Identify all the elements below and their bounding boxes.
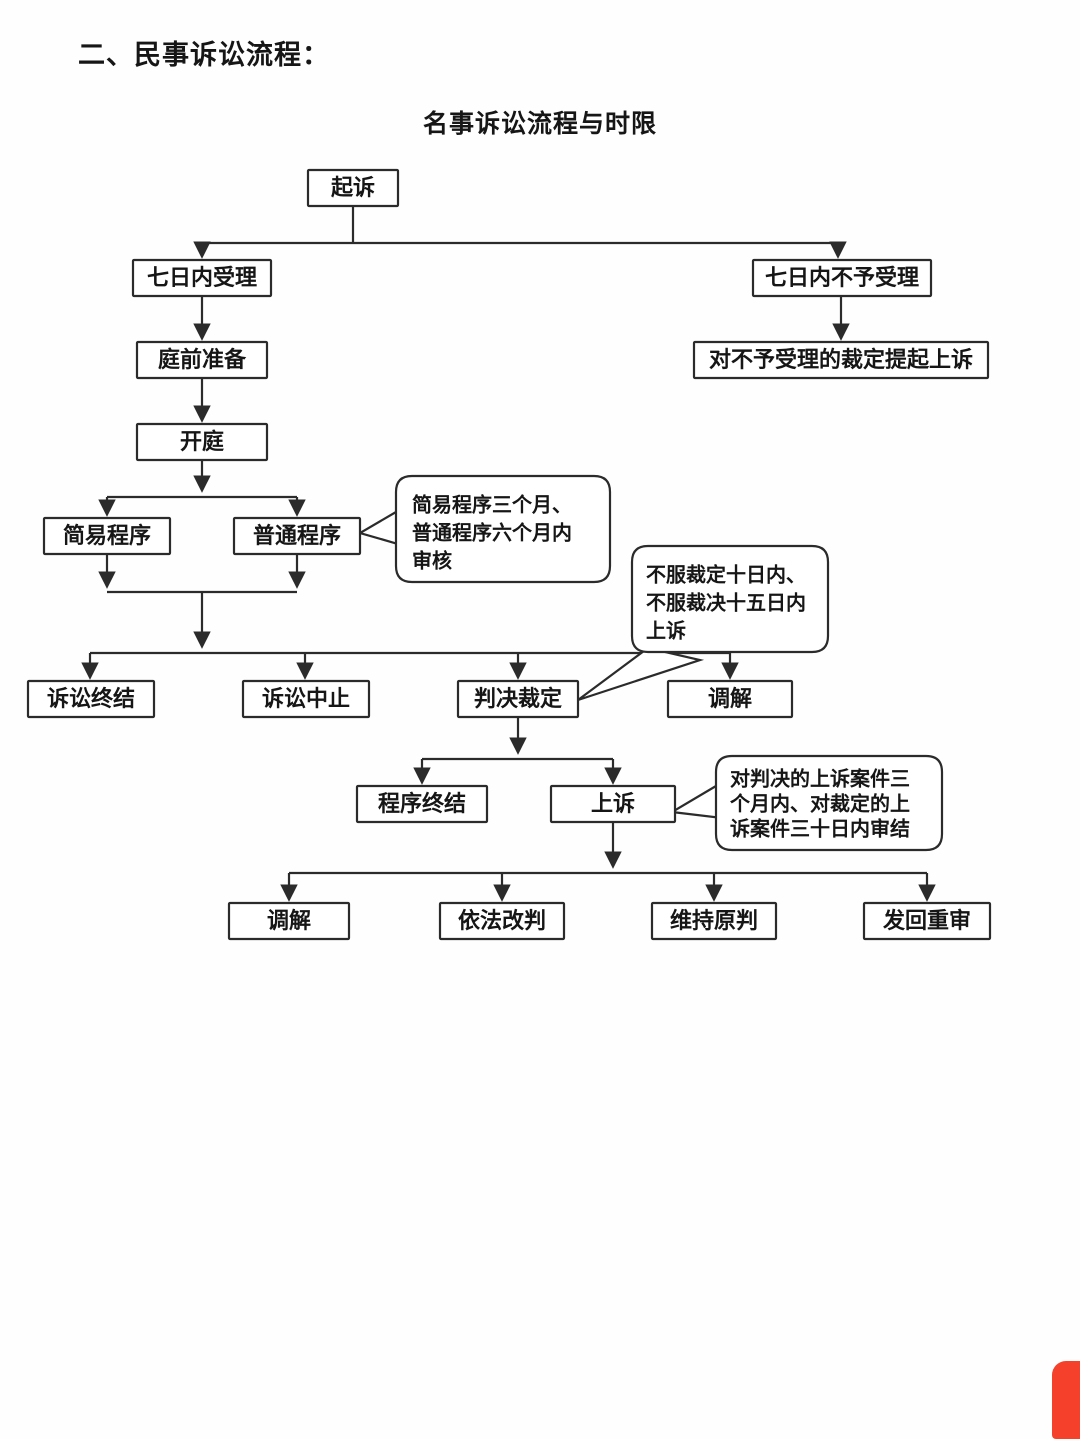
callout-appeal-time-tail bbox=[577, 646, 705, 702]
node-shangsu[interactable]: 上诉 bbox=[549, 784, 677, 824]
callout-procedure-time-tail bbox=[357, 510, 400, 546]
callout-line: 个月内、对裁定的上 bbox=[729, 791, 910, 815]
node-label: 诉讼终结 bbox=[47, 686, 135, 711]
node-tingqian[interactable]: 庭前准备 bbox=[135, 340, 269, 380]
node-shangsucaiding[interactable]: 对不予受理的裁定提起上诉 bbox=[692, 340, 990, 380]
node-label: 七日内受理 bbox=[147, 265, 257, 290]
node-label: 普通程序 bbox=[253, 523, 341, 548]
node-label: 上诉 bbox=[591, 791, 635, 816]
callout-trial-limit-tail bbox=[668, 784, 724, 820]
node-fahuichongshen[interactable]: 发回重审 bbox=[862, 901, 992, 941]
node-tiaojie-2[interactable]: 调解 bbox=[227, 901, 351, 941]
node-weichiyuanpan[interactable]: 维持原判 bbox=[650, 901, 778, 941]
node-panjuecaiding[interactable]: 判决裁定 bbox=[456, 679, 580, 719]
callout-line: 普通程序六个月内 bbox=[412, 520, 572, 544]
node-label: 起诉 bbox=[330, 175, 375, 200]
node-kaiting[interactable]: 开庭 bbox=[135, 422, 269, 462]
node-qisu[interactable]: 起诉 bbox=[306, 168, 400, 208]
node-chengxuzhongjie[interactable]: 程序终结 bbox=[355, 784, 489, 824]
node-label: 判决裁定 bbox=[474, 686, 562, 711]
callout-procedure-time: 简易程序三个月、 普通程序六个月内 审核 bbox=[394, 474, 612, 584]
node-label: 简易程序 bbox=[63, 523, 151, 548]
node-label: 对不予受理的裁定提起上诉 bbox=[709, 347, 973, 372]
callout-trial-limit: 对判决的上诉案件三 个月内、对裁定的上 诉案件三十日内审结 bbox=[714, 754, 944, 852]
node-label: 程序终结 bbox=[378, 791, 466, 816]
node-label: 依法改判 bbox=[458, 908, 546, 933]
callout-line: 上诉 bbox=[646, 618, 686, 642]
node-label: 七日内不予受理 bbox=[765, 265, 919, 290]
node-yifagaipan[interactable]: 依法改判 bbox=[438, 901, 566, 941]
node-tiaojie-1[interactable]: 调解 bbox=[666, 679, 794, 719]
callout-appeal-time: 不服裁定十日内、 不服裁决十五日内 上诉 bbox=[630, 544, 830, 654]
node-qiriyou[interactable]: 七日内受理 bbox=[131, 258, 273, 298]
node-label: 开庭 bbox=[180, 429, 224, 454]
node-label: 调解 bbox=[708, 686, 752, 711]
node-susongzhongjie[interactable]: 诉讼终结 bbox=[26, 679, 156, 719]
node-label: 发回重审 bbox=[882, 908, 971, 933]
callout-line: 审核 bbox=[412, 548, 452, 572]
callout-line: 简易程序三个月、 bbox=[412, 492, 572, 516]
callout-line: 不服裁决十五日内 bbox=[646, 590, 806, 614]
node-label: 调解 bbox=[267, 908, 311, 933]
node-jianyi[interactable]: 简易程序 bbox=[42, 516, 172, 556]
section-heading: 二、民事诉讼流程： bbox=[78, 40, 330, 70]
node-label: 诉讼中止 bbox=[262, 686, 350, 711]
node-susongzhongzhi[interactable]: 诉讼中止 bbox=[241, 679, 371, 719]
callout-line: 不服裁定十日内、 bbox=[646, 562, 806, 586]
chart-title: 名事诉讼流程与时限 bbox=[422, 110, 657, 138]
node-qiribuyu[interactable]: 七日内不予受理 bbox=[751, 258, 933, 298]
node-label: 庭前准备 bbox=[158, 347, 247, 372]
callout-line: 对判决的上诉案件三 bbox=[730, 766, 910, 790]
red-accent-tab bbox=[1052, 1361, 1080, 1439]
node-label: 维持原判 bbox=[670, 908, 758, 933]
callout-line: 诉案件三十日内审结 bbox=[730, 816, 910, 840]
node-putong[interactable]: 普通程序 bbox=[232, 516, 362, 556]
